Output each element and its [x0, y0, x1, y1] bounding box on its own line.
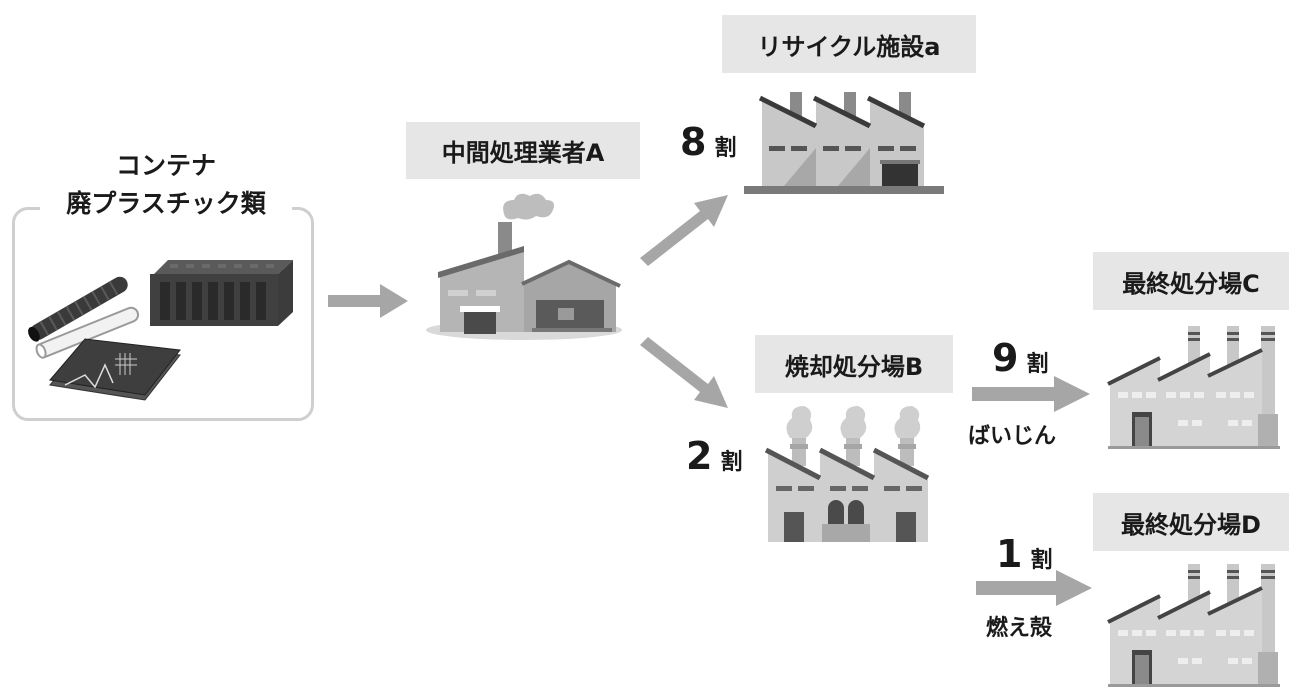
recycle-factory-icon — [744, 92, 944, 194]
source-title-line1: コンテナ — [40, 148, 292, 184]
ratio-number: 1 — [996, 532, 1023, 576]
clear-tube — [35, 306, 140, 359]
node-intermediate-label: 中間処理業者A — [406, 122, 640, 179]
dark-hose — [28, 276, 128, 342]
ratio-unit: 割 — [720, 450, 743, 475]
arrow-to-recycle — [640, 195, 728, 266]
material-label-ash: 燃え殻 — [986, 616, 1053, 641]
final-c-factory-icon — [1107, 326, 1280, 449]
node-incineration-label: 焼却処分場B — [755, 335, 953, 393]
ratio-to-recycle: 8 割 — [680, 120, 736, 164]
incinerator-icon — [764, 406, 930, 542]
container-icon — [150, 260, 293, 326]
node-final-c-label: 最終処分場C — [1093, 252, 1289, 310]
ratio-number: 8 — [680, 120, 707, 164]
ratio-to-final-c: 9 割 — [992, 336, 1048, 380]
final-d-factory-icon — [1107, 564, 1280, 687]
ratio-unit: 割 — [1026, 352, 1049, 377]
plastic-tube-icon — [28, 276, 140, 359]
node-final-d-label: 最終処分場D — [1093, 493, 1289, 551]
node-recycle-label: リサイクル施設a — [722, 15, 976, 73]
ratio-number: 2 — [686, 434, 713, 478]
ratio-unit: 割 — [714, 136, 737, 161]
material-label-fly-ash: ばいじん — [968, 424, 1057, 449]
ratio-to-incineration: 2 割 — [686, 434, 742, 478]
plastic-sheet-icon — [49, 338, 181, 401]
intermediate-factory-icon — [426, 193, 622, 340]
arrow-to-final-c — [972, 376, 1090, 412]
source-title-line2: 廃プラスチック類 — [40, 186, 292, 222]
ratio-to-final-d: 1 割 — [996, 532, 1052, 576]
arrow-to-incineration — [640, 337, 728, 408]
ratio-unit: 割 — [1030, 548, 1053, 573]
arrow-to-final-d — [976, 570, 1092, 606]
ratio-number: 9 — [992, 336, 1019, 380]
arrow-to-intermediate — [328, 284, 408, 318]
